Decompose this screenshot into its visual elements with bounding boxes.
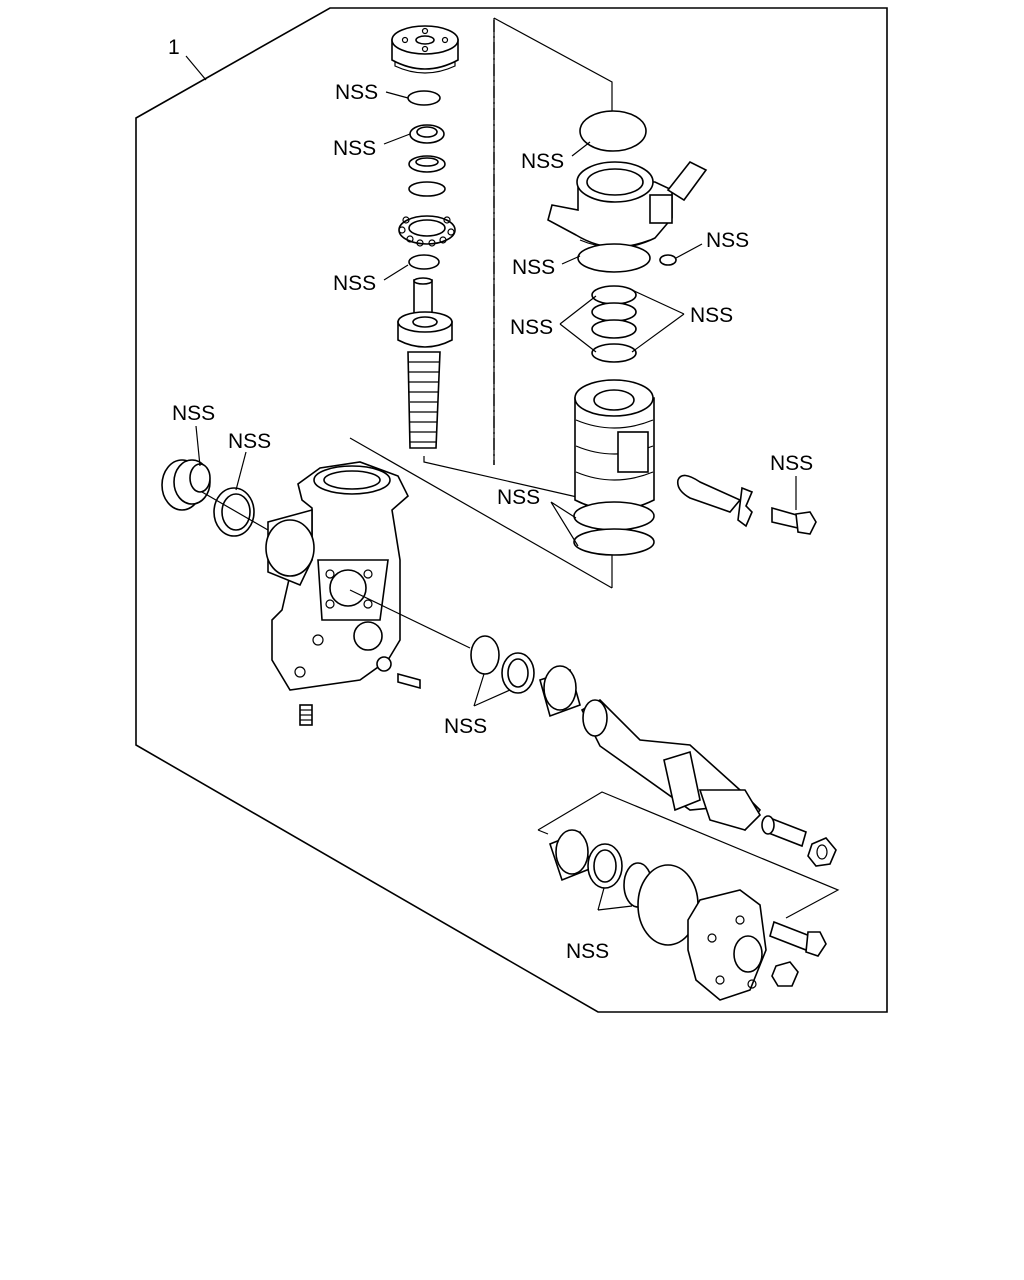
callout-number-1: 1 [168,36,180,59]
nss-label-end-seal-left: NSS [172,402,215,425]
callout-leader-1 [185,55,207,81]
nss-label-sector-seals: NSS [444,715,487,738]
nss-label-hex-bolt: NSS [770,452,813,475]
nss-label-o-ring-lower: NSS [333,272,376,295]
nss-label-end-ring-left: NSS [228,430,271,453]
o-ring-top [407,90,441,106]
spacer-ring [408,181,446,197]
nss-label-valve-top-o-ring: NSS [521,150,564,173]
valve-small-o-ring [659,254,677,266]
o-ring-lower [408,254,440,270]
housing-plug-screw [299,704,313,726]
kit-outline-frame [135,7,888,1013]
cover-nut [771,961,799,987]
nss-label-valve-body-seals: NSS [497,486,540,509]
bearing-race [408,155,446,173]
needle-bearing-lower [549,829,593,882]
nss-label-seal-rings-left: NSS [510,316,553,339]
lower-seal-1 [587,843,623,889]
clip-bracket [737,486,754,528]
sector-axis-line [349,589,471,649]
cover-bolt [769,920,827,957]
nss-label-valve-small-o-ring: NSS [706,229,749,252]
valve-body [574,379,655,511]
top-cap-part [391,25,459,74]
retaining-clip [676,474,742,513]
nss-label-lower-seals: NSS [566,940,609,963]
nss-label-seal-ring: NSS [333,137,376,160]
lock-nut [807,837,837,867]
valve-body-seals [573,501,655,556]
sector-seal-2 [501,652,535,694]
valve-seal-rings [591,285,637,363]
valve-top-o-ring [579,110,647,152]
needle-bearing-upper [539,665,581,718]
sector-seal-1 [470,635,500,675]
nss-leader-lines [195,91,797,911]
input-shaft-bracket [423,456,613,506]
hex-bolt-right [771,506,817,535]
adjust-screw [761,815,807,848]
side-cover [687,889,767,1001]
worm-input-shaft [397,277,453,449]
side-cover-bracket [537,791,840,919]
sector-shaft [580,699,762,832]
valve-housing [547,160,708,249]
valve-large-o-ring [577,243,651,273]
ball-bearing [398,215,456,247]
left-axis-line [201,491,269,531]
nss-label-seal-rings-right: NSS [690,304,733,327]
side-stud [397,672,421,690]
nss-label-o-ring-top: NSS [335,81,378,104]
gear-housing [265,461,409,691]
end-seal-left [161,459,211,511]
seal-ring [409,124,445,144]
nss-label-valve-large-o-ring: NSS [512,256,555,279]
end-ring-left [213,487,255,537]
